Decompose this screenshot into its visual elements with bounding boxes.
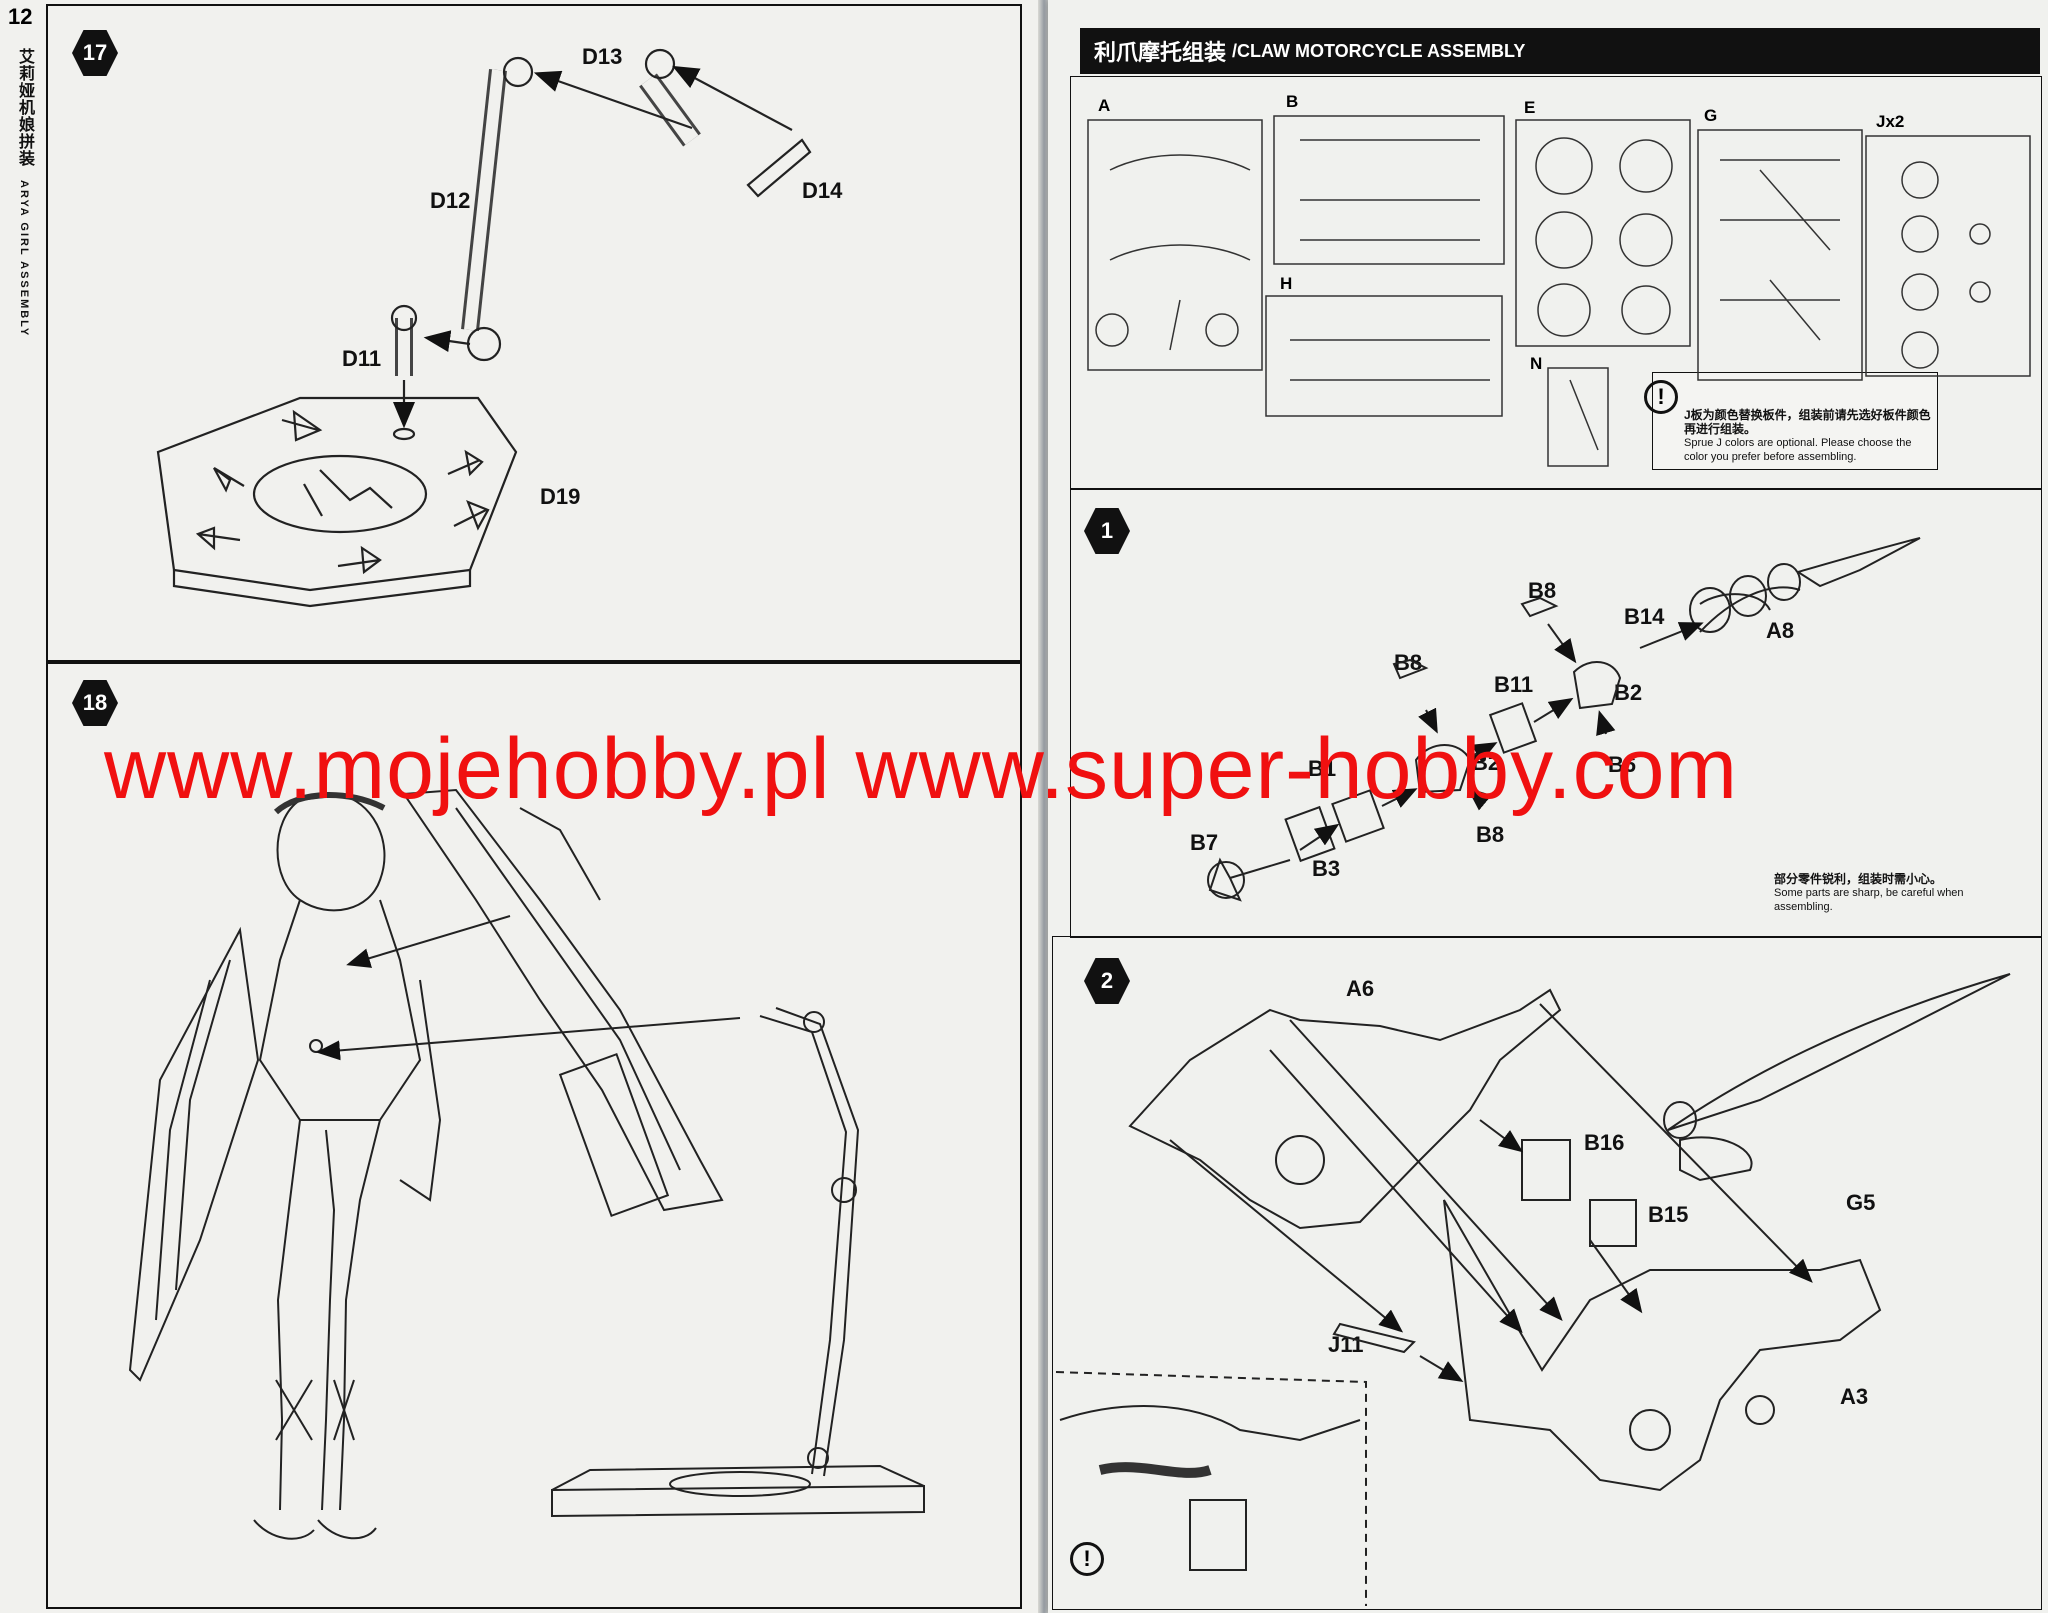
part-label-d13: D13 xyxy=(582,44,623,69)
sprue-label-g: G xyxy=(1704,106,1718,125)
sprue-label-n: N xyxy=(1530,354,1543,373)
part-label-d11: D11 xyxy=(342,346,382,371)
part-label-b14: B14 xyxy=(1624,604,1665,629)
step-17-frame xyxy=(46,4,1022,664)
watermark: www.mojehobby.pl www.super-hobby.com xyxy=(104,721,1739,817)
sharp-parts-note: 部分零件锐利，组装时需小心。 Some parts are sharp, be … xyxy=(1774,872,1984,914)
part-label-b11: B11 xyxy=(1494,672,1534,697)
sharp-parts-note-en: Some parts are sharp, be careful when as… xyxy=(1774,887,1964,913)
part-label-d12: D12 xyxy=(430,188,471,213)
part-label-b1: B1 xyxy=(1308,756,1337,781)
page-number: 12 xyxy=(8,4,33,29)
left-page-drawings xyxy=(128,48,925,1540)
sprue-label-a: A xyxy=(1098,96,1111,115)
sprue-j-note-box xyxy=(1652,372,1938,470)
part-label-d14: D14 xyxy=(802,178,843,203)
title-zh: 艾莉娅机娘拼装 xyxy=(16,48,33,167)
sprue-label-h: H xyxy=(1280,274,1293,293)
part-label-d19: D19 xyxy=(540,484,581,509)
book-spine xyxy=(1038,0,1050,1613)
part-label-b6: B6 xyxy=(1608,752,1637,777)
sprue-label-e: E xyxy=(1524,98,1536,117)
sprue-j-note-zh: J板为颜色替换板件，组装前请先选好板件颜色再进行组装。 xyxy=(1684,408,1931,436)
part-label-b8-bottom: B8 xyxy=(1476,822,1505,847)
part-label-b3: B3 xyxy=(1312,856,1341,881)
left-page-title: 艾莉娅机娘拼装 ARYA GIRL ASSEMBLY xyxy=(12,48,36,338)
step-18-badge: 18 xyxy=(72,680,118,726)
caution-icon: ! xyxy=(1070,1542,1104,1576)
sharp-parts-note-zh: 部分零件锐利，组装时需小心。 xyxy=(1774,872,1943,886)
sprue-label-b: B xyxy=(1286,92,1299,111)
step-2-frame xyxy=(1052,936,2042,1610)
step-18-frame xyxy=(46,660,1022,1609)
sprue-j-note: J板为颜色替换板件，组装前请先选好板件颜色再进行组装。 Sprue J colo… xyxy=(1684,408,1934,464)
section-header: 利爪摩托组装 /CLAW MOTORCYCLE ASSEMBLY xyxy=(1080,28,2040,74)
title-en: ARYA GIRL ASSEMBLY xyxy=(18,180,30,338)
warning-icon: ! xyxy=(1644,380,1678,414)
sprue-j-note-en: Sprue J colors are optional. Please choo… xyxy=(1684,437,1912,463)
sprue-overview-frame xyxy=(1070,76,2042,490)
header-title-en: /CLAW MOTORCYCLE ASSEMBLY xyxy=(1232,40,1526,61)
part-label-b15: B15 xyxy=(1648,1202,1689,1227)
part-label-a8: A8 xyxy=(1766,618,1795,643)
left-page: 12 艾莉娅机娘拼装 ARYA GIRL ASSEMBLY 17 18 D13 … xyxy=(0,0,1040,1613)
part-label-a3: A3 xyxy=(1840,1384,1869,1409)
header-title-zh: 利爪摩托组装 xyxy=(1094,40,1227,65)
sprue-label-jx2: Jx2 xyxy=(1876,112,1905,131)
part-label-b7: B7 xyxy=(1190,830,1219,855)
right-page xyxy=(1048,0,2048,1613)
step-1-frame xyxy=(1070,488,2042,938)
part-label-a6: A6 xyxy=(1346,976,1375,1001)
part-label-b16: B16 xyxy=(1584,1130,1625,1155)
part-label-g5: G5 xyxy=(1846,1190,1876,1215)
